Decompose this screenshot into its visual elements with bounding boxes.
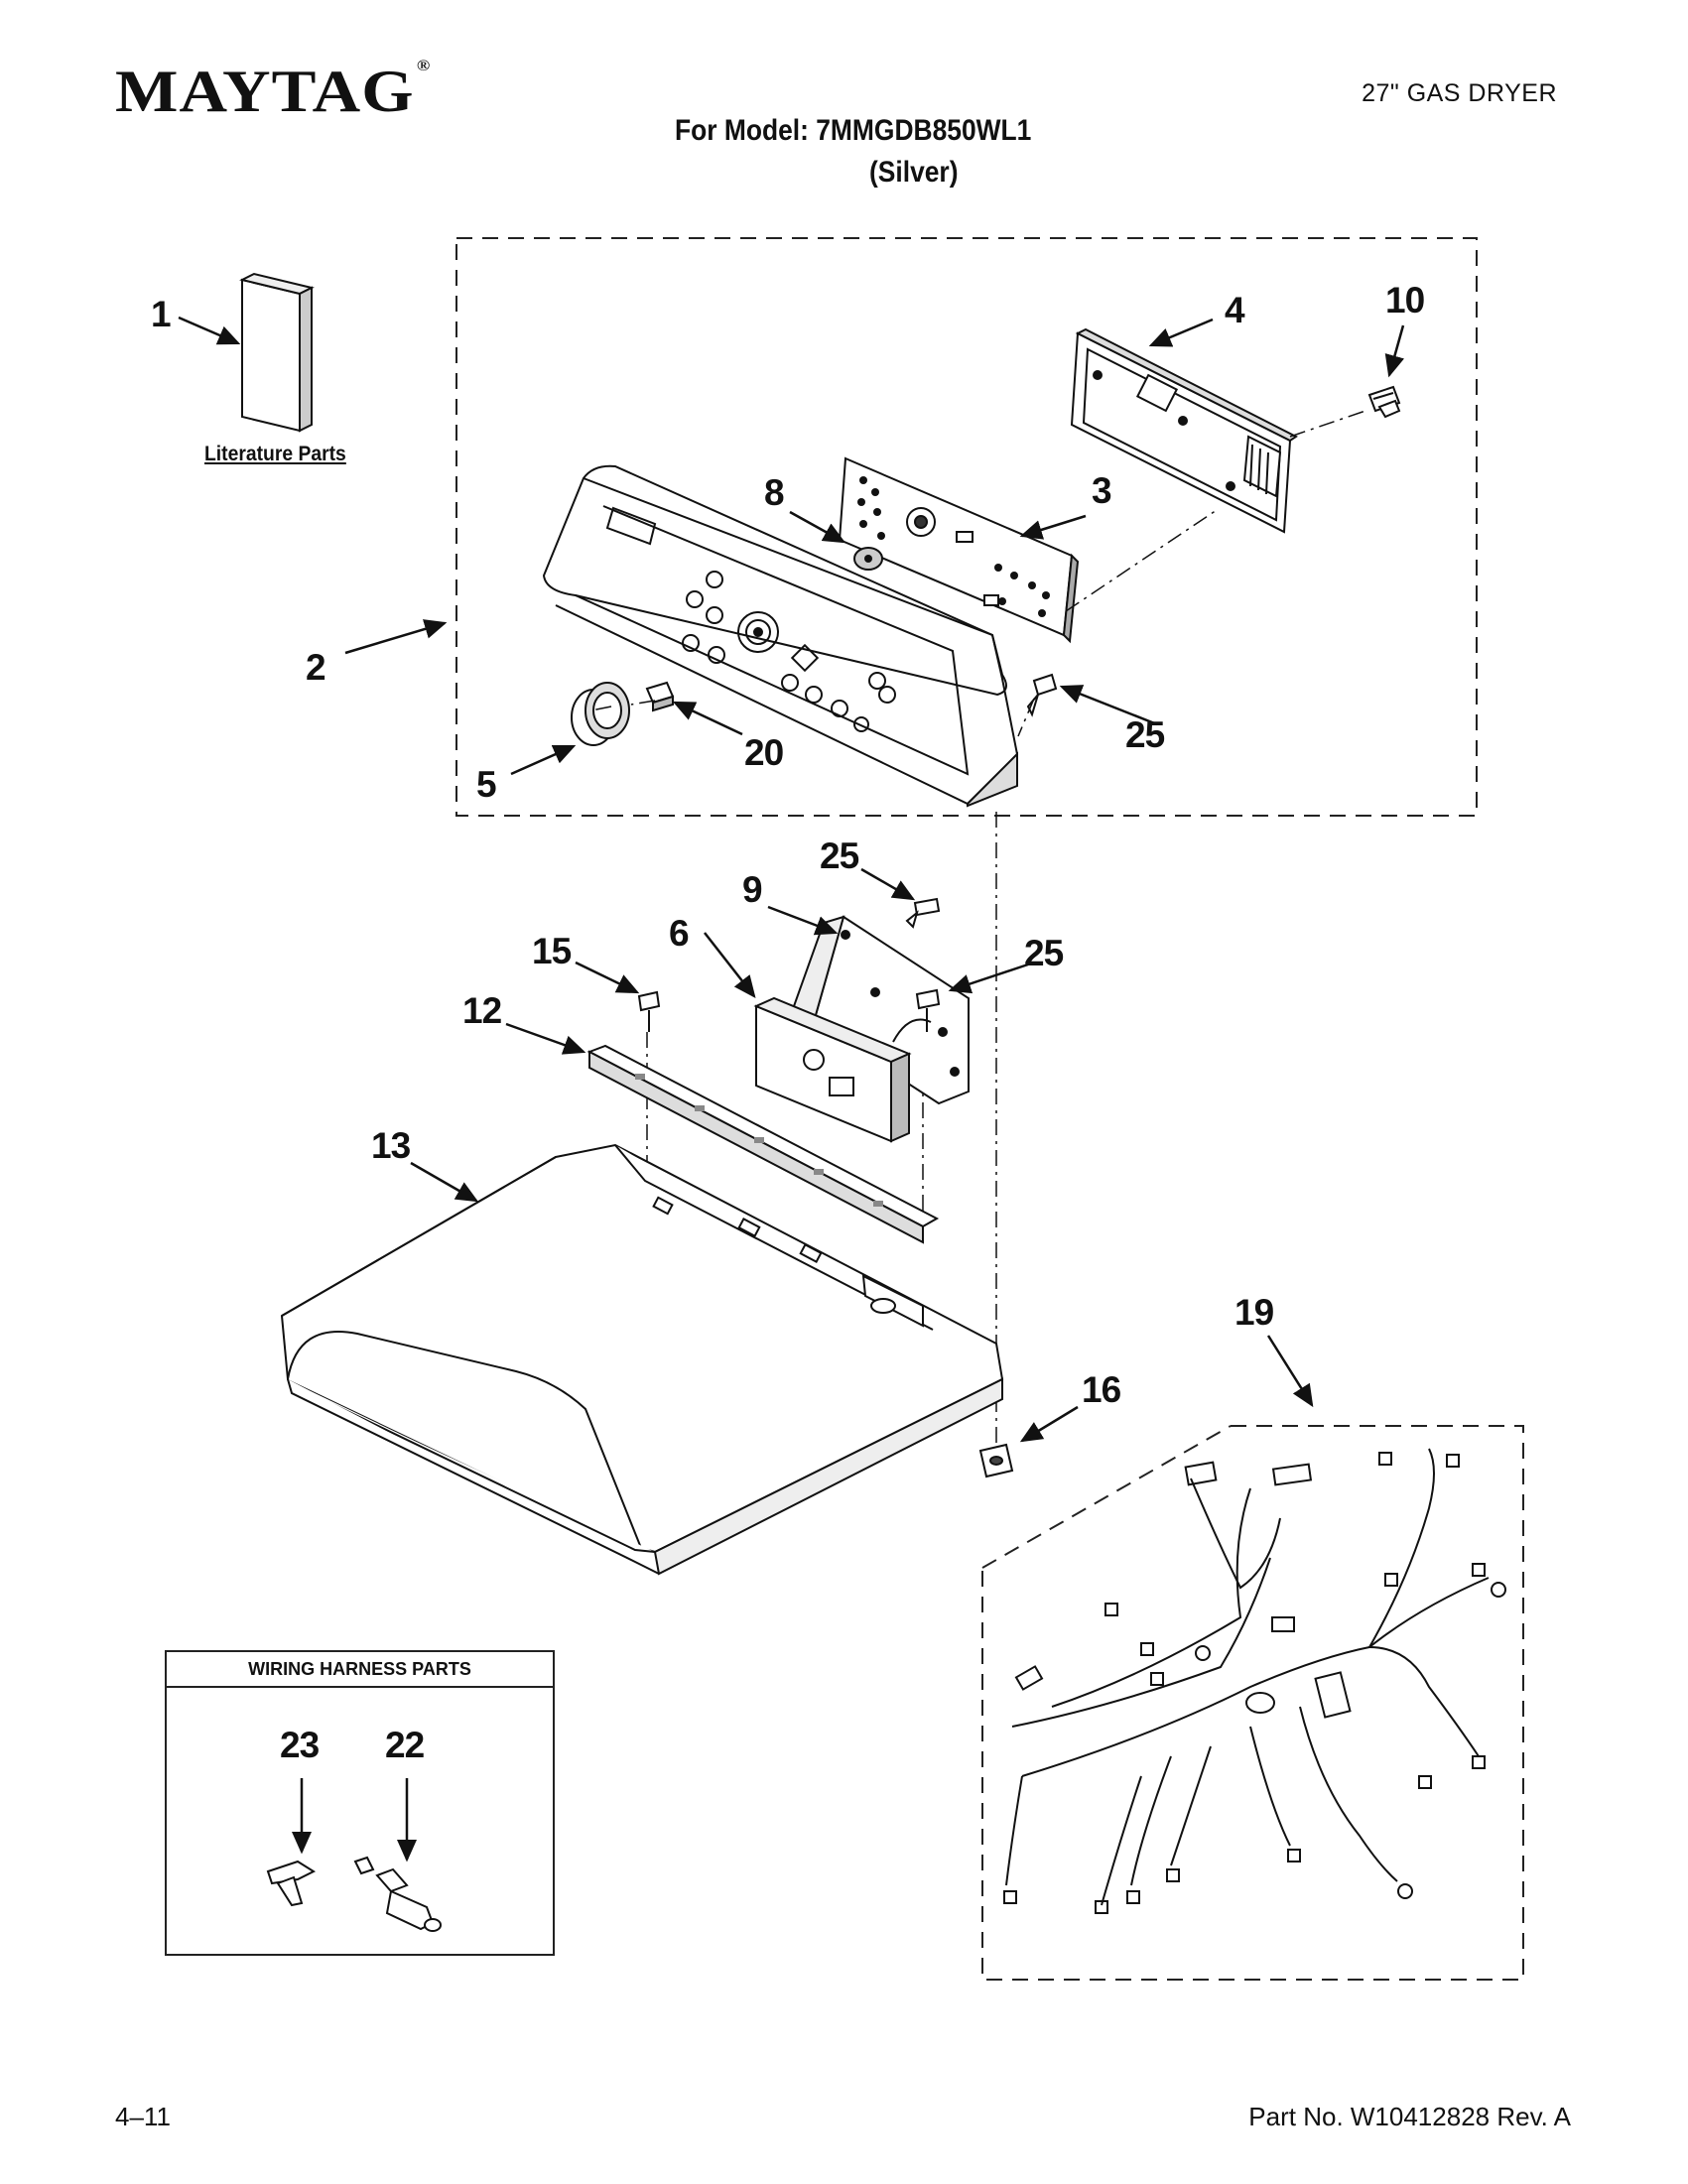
- leader-20: [672, 701, 743, 736]
- literature-booklet-icon: [239, 272, 315, 433]
- leader-4: [1148, 318, 1214, 347]
- control-console-icon: [542, 464, 1019, 808]
- wire-harness-icon: [1003, 1448, 1506, 1914]
- model-title: For Model: 7MMGDB850WL1: [675, 114, 1032, 147]
- leader-25-module: [948, 963, 1029, 994]
- leader-12: [505, 1022, 586, 1055]
- callout-4: 4: [1225, 290, 1245, 330]
- literature-parts-label: Literature Parts: [204, 443, 346, 465]
- wiring-harness-parts-title: WIRING HARNESS PARTS: [167, 1652, 553, 1688]
- leader-19: [1266, 1335, 1314, 1408]
- leader-3: [1019, 514, 1087, 540]
- terminal-connector-icon: [353, 1856, 442, 1932]
- control-back-plate-icon: [1070, 327, 1298, 534]
- harness-group-box: [981, 1425, 1524, 1981]
- callout-8: 8: [764, 472, 785, 513]
- screw-icon: [1026, 673, 1058, 717]
- model-color: (Silver): [869, 156, 959, 189]
- callout-15: 15: [532, 931, 572, 971]
- leader-9: [767, 905, 839, 936]
- leader-16: [1019, 1405, 1079, 1443]
- leader-15: [575, 961, 640, 994]
- grommet-icon: [978, 1443, 1014, 1478]
- callout-25-module: 25: [1024, 933, 1064, 973]
- leader-8: [789, 510, 846, 544]
- callout-6: 6: [669, 913, 690, 954]
- leader-25-bracket: [860, 867, 916, 901]
- callout-9: 9: [742, 869, 763, 910]
- callout-10: 10: [1385, 280, 1425, 321]
- callout-23: 23: [280, 1725, 320, 1765]
- screw-icon: [637, 897, 941, 1032]
- callout-13: 13: [371, 1125, 411, 1166]
- callout-16: 16: [1082, 1369, 1121, 1410]
- callout-3: 3: [1092, 470, 1112, 511]
- brand-name: MAYTAG: [115, 59, 415, 124]
- callout-25-bracket: 25: [820, 835, 859, 876]
- leader-13: [410, 1161, 479, 1203]
- page-number: 4–11: [115, 2102, 171, 2131]
- callout-20: 20: [744, 732, 784, 773]
- knob-washer-icon: [853, 547, 883, 571]
- leader-25-console: [1059, 685, 1158, 726]
- leader-5: [510, 744, 577, 776]
- clip-icon: [645, 681, 675, 712]
- callout-19: 19: [1234, 1292, 1274, 1333]
- callout-5: 5: [476, 764, 497, 805]
- screw-icon: [1367, 385, 1401, 419]
- part-number: Part No. W10412828 Rev. A: [1248, 2102, 1571, 2131]
- control-board-icon: [838, 456, 1080, 644]
- callout-12: 12: [462, 990, 502, 1031]
- knob-icon: [571, 682, 630, 746]
- leader-6: [704, 932, 756, 998]
- leader-2: [344, 619, 448, 655]
- leader-1: [178, 316, 241, 345]
- leader-10: [1384, 324, 1405, 378]
- callout-1: 1: [151, 294, 172, 334]
- brand-logo: MAYTAG®: [115, 58, 431, 126]
- wiring-harness-parts-box: [165, 1650, 555, 1956]
- brand-registered-mark: ®: [416, 58, 432, 74]
- callout-22: 22: [385, 1725, 425, 1765]
- terminal-clip-icon: [266, 1860, 317, 1907]
- dryer-top-icon: [280, 1143, 1004, 1576]
- control-rail-icon: [586, 1044, 940, 1244]
- product-type: 27" GAS DRYER: [1362, 79, 1557, 107]
- callout-25-console: 25: [1125, 714, 1165, 755]
- callout-2: 2: [306, 647, 326, 688]
- control-module-icon: [753, 996, 932, 1143]
